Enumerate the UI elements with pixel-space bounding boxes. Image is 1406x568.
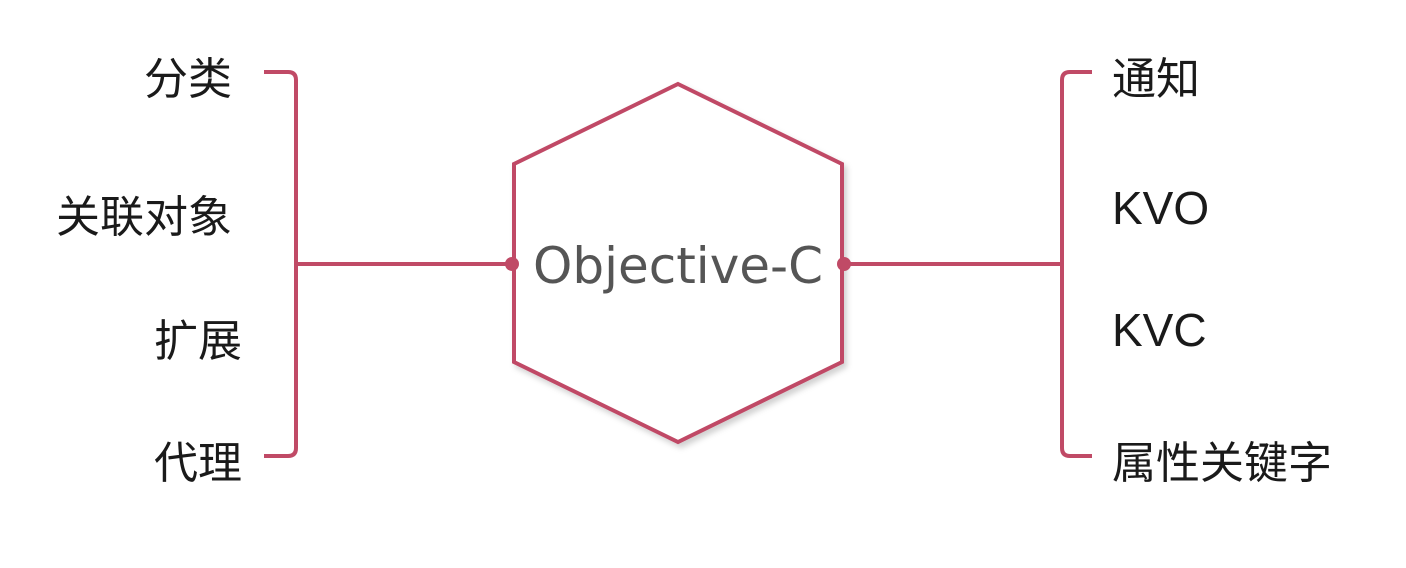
left-topic-associated-object: 关联对象 <box>56 192 232 243</box>
left-topic-category: 分类 <box>144 54 232 105</box>
left-bracket <box>264 70 298 458</box>
right-topic-notification: 通知 <box>1112 54 1200 105</box>
left-topic-extension: 扩展 <box>154 316 242 367</box>
right-bracket <box>1060 70 1092 458</box>
center-hexagon <box>512 81 844 445</box>
right-topic-kvo: KVO <box>1112 182 1209 234</box>
center-label: Objective-C <box>533 237 823 295</box>
right-topic-kvc: KVC <box>1112 304 1207 356</box>
left-connector-dot <box>505 257 519 271</box>
right-connector-dot <box>837 257 851 271</box>
left-topic-delegate: 代理 <box>154 438 242 489</box>
right-topic-property-keywords: 属性关键字 <box>1112 438 1332 489</box>
